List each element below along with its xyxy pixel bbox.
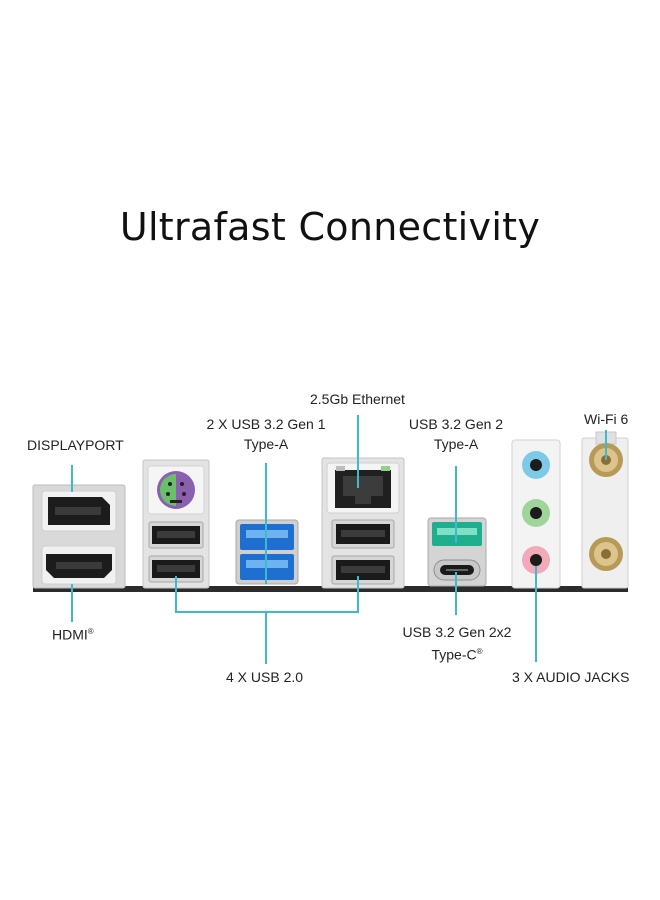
usbc-label: USB 3.2 Gen 2x2 Type-C® (395, 622, 519, 665)
usb-gen2-label-line2: Type-A (433, 436, 479, 452)
usb-gen2-label: USB 3.2 Gen 2 Type-A (400, 414, 512, 454)
usb-gen1-label: 2 X USB 3.2 Gen 1 Type-A (196, 414, 336, 454)
hdmi-registered-mark: ® (87, 627, 94, 636)
callout-lines (71, 415, 607, 664)
ethernet-label: 2.5Gb Ethernet (310, 391, 405, 407)
ethernet-usb-stack (321, 457, 405, 589)
usb-gen1-label-line1: 2 X USB 3.2 Gen 1 (206, 416, 326, 432)
video-port-block (32, 484, 126, 589)
audio-jack-stack (511, 439, 561, 589)
usbc-label-line2: Type-C® (395, 642, 519, 665)
page-title: Ultrafast Connectivity (119, 205, 541, 249)
hdmi-label: HDMI® (52, 622, 94, 645)
usbc-registered-mark: ® (476, 647, 483, 656)
displayport-label: DISPLAYPORT (27, 437, 124, 453)
hdmi-label-text: HDMI (52, 626, 88, 643)
audio-label: 3 X AUDIO JACKS (512, 669, 630, 685)
board-edge (33, 586, 628, 592)
usb-gen2-label-line1: USB 3.2 Gen 2 (408, 416, 504, 432)
usb-gen1-label-line2: Type-A (243, 436, 289, 452)
usbc-label-line1: USB 3.2 Gen 2x2 (402, 624, 512, 640)
wifi-antenna-block (581, 431, 629, 589)
wifi-label: Wi-Fi 6 (584, 411, 629, 427)
ps2-usb-stack (142, 459, 210, 589)
usbc-label-line2-text: Type-C (431, 646, 477, 663)
usb20-label: 4 X USB 2.0 (226, 669, 304, 685)
